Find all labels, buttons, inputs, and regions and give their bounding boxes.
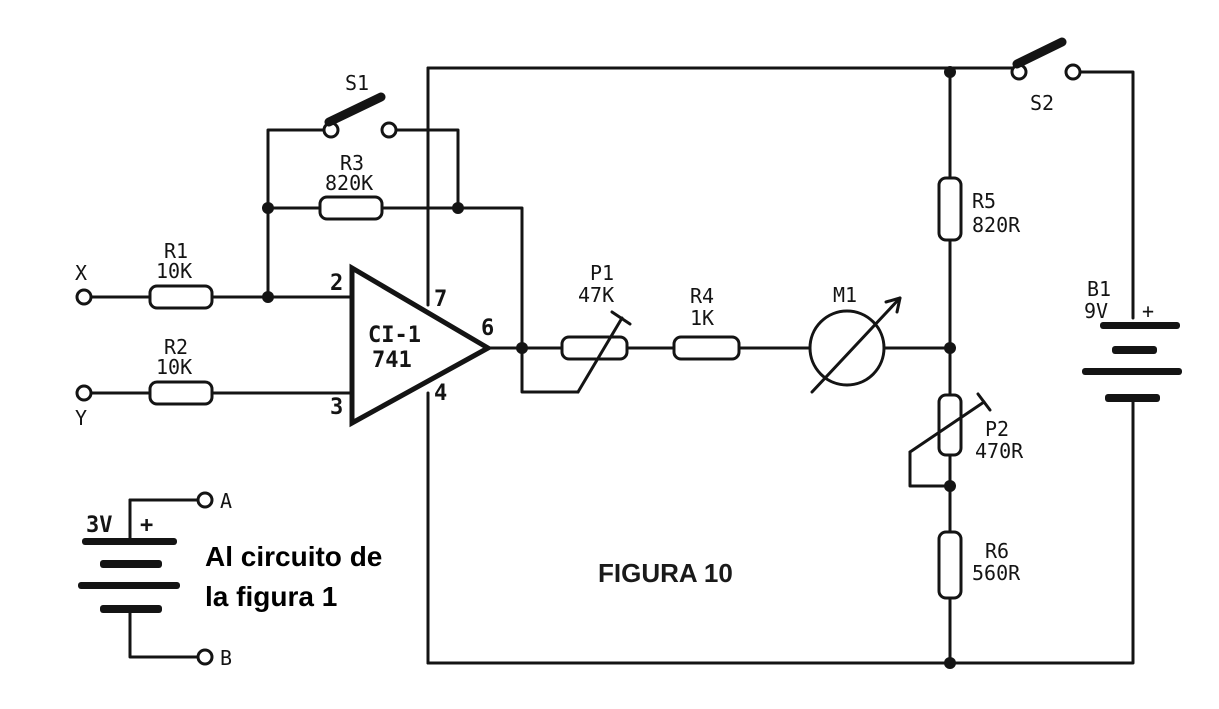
b1-name: B1 [1087,277,1111,301]
potentiometer-p2: P2 470R [908,392,1024,463]
resistor-r6: R6 560R [937,530,1021,600]
r6-name: R6 [985,539,1009,563]
opamp-name: CI-1 [368,323,421,348]
opamp-ci1: CI-1 741 2 3 7 4 6 [330,263,494,428]
r4-name: R4 [690,284,714,308]
r1-name: R1 [164,239,188,263]
b1-value: 9V [1084,299,1108,323]
potentiometer-p1: P1 47K [560,261,632,394]
node-top-right [944,66,956,78]
b1-polarity: + [1142,299,1154,323]
figure-title: FIGURA 10 [598,558,733,588]
resistor-r3: R3 820K [318,151,384,221]
p1-name: P1 [590,261,614,285]
node-meter [944,342,956,354]
terminal-a-label: A [220,489,232,513]
switch-s2: S2 [1010,37,1082,115]
note-line-2: la figura 1 [205,581,337,612]
resistor-r4: R4 1K [672,284,741,361]
p1-value: 47K [578,283,614,307]
opamp-pin-4: 4 [434,381,447,406]
node-x-feedback [262,291,274,303]
s1-label: S1 [345,71,369,95]
r2-name: R2 [164,335,188,359]
battery-3v: 3V + [78,513,180,613]
node-p2-wiper [944,480,956,492]
s2-label: S2 [1030,91,1054,115]
node-r3-left [262,202,274,214]
node-r3-right [452,202,464,214]
node-output [516,342,528,354]
note-line-1: Al circuito de [205,541,382,572]
opamp-pin-3: 3 [330,395,343,420]
terminal-x: X [75,261,93,306]
terminal-a: A [196,489,232,513]
node-bottom [944,657,956,669]
battery-3v-label: 3V [86,513,113,538]
r5-value: 820R [972,213,1021,237]
m1-name: M1 [833,283,857,307]
wires [88,66,1135,665]
r5-name: R5 [972,189,996,213]
battery-3v-polarity: + [140,513,153,538]
r6-value: 560R [972,561,1021,585]
opamp-pin-2: 2 [330,271,343,296]
meter-m1: M1 [808,283,902,394]
r3-name: R3 [340,151,364,175]
junction-nodes [262,66,956,669]
opamp-part: 741 [372,348,412,373]
opamp-pin-7: 7 [434,287,447,312]
terminal-y-label: Y [75,406,87,430]
terminal-b: B [196,646,232,670]
battery-b1: B1 9V + [1082,277,1182,402]
switch-s1: S1 [322,71,398,139]
p2-value: 470R [975,439,1024,463]
terminal-b-label: B [220,646,232,670]
resistor-r2: R2 10K [148,335,214,406]
r3-value: 820K [325,171,373,195]
p2-name: P2 [985,417,1009,441]
r4-value: 1K [690,306,714,330]
opamp-pin-6: 6 [481,316,494,341]
terminal-x-label: X [75,261,87,285]
r1-value: 10K [156,259,192,283]
r2-value: 10K [156,355,192,379]
resistor-r5: R5 820R [937,176,1021,242]
resistor-r1: R1 10K [148,239,214,310]
terminal-y: Y [75,384,93,430]
